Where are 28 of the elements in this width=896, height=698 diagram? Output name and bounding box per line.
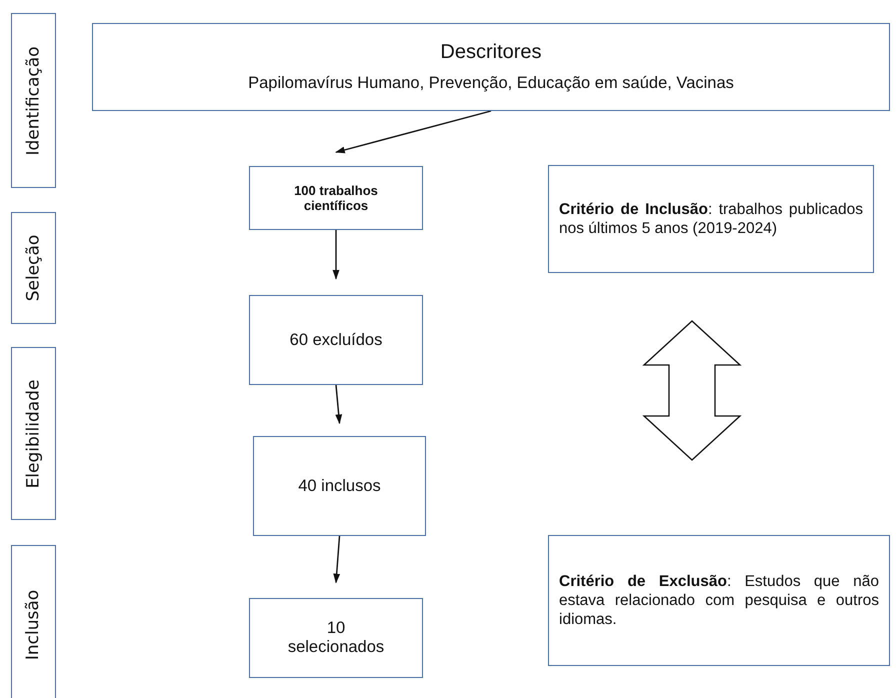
criteria-box bbox=[548, 165, 874, 273]
process-box bbox=[249, 166, 423, 230]
process-box bbox=[253, 436, 426, 536]
box-title: Descritores bbox=[440, 41, 542, 64]
keyword-list: Papilomavírus Humano, Prevenção, Educação em saúde, Vacinas bbox=[248, 74, 734, 93]
descriptor-box bbox=[92, 23, 890, 111]
process-box bbox=[249, 598, 423, 678]
criteria-box bbox=[548, 535, 890, 666]
arrow bbox=[335, 384, 342, 424]
stage-label: Identificação bbox=[24, 46, 44, 156]
criteria-text: Critério de Inclusão: trabalhos publicados nos últimos 5 anos (2019-2024) bbox=[559, 200, 863, 238]
process-box bbox=[249, 295, 423, 385]
stage-label-box bbox=[11, 347, 56, 520]
stage-label-box bbox=[11, 13, 56, 188]
arrow bbox=[332, 229, 340, 280]
box-text: 40 inclusos bbox=[298, 476, 381, 496]
stage-label: Elegibilidade bbox=[24, 379, 44, 488]
double-arrow bbox=[642, 320, 742, 461]
stage-label: Inclusão bbox=[24, 590, 44, 660]
arrow bbox=[333, 535, 340, 584]
box-text: 10 selecionados bbox=[288, 619, 384, 657]
arrow bbox=[335, 110, 492, 154]
box-text: 100 trabalhos científicos bbox=[293, 183, 379, 213]
stage-label-box bbox=[11, 545, 56, 698]
stage-label-box bbox=[11, 212, 56, 324]
stage-label: Seleção bbox=[24, 234, 44, 302]
criteria-text: Critério de Exclusão: Estudos que não estava relacionado com pesquisa e outros idiomas. bbox=[559, 572, 879, 629]
box-text: 60 excluídos bbox=[290, 330, 382, 350]
